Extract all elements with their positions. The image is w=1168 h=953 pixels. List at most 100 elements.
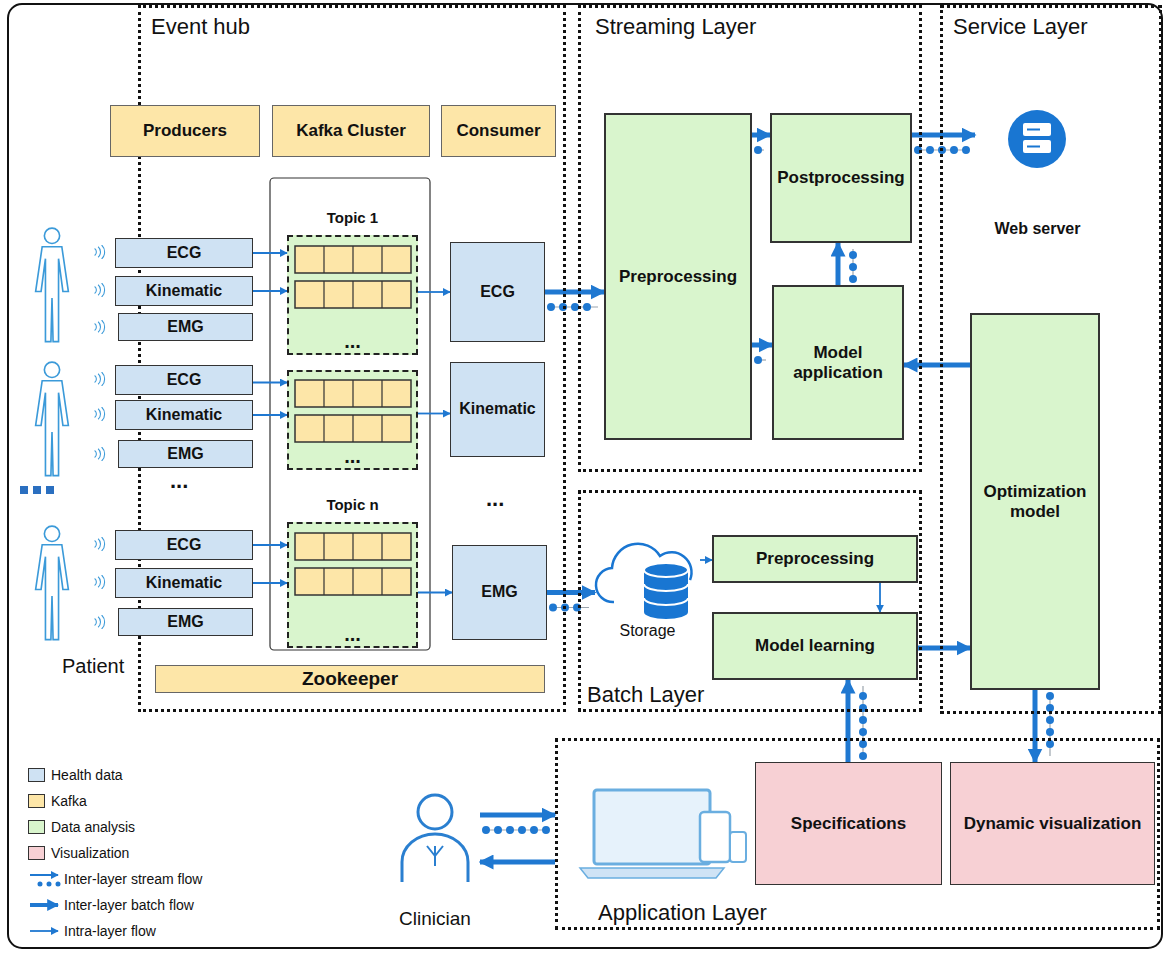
legend-row: Data analysis (28, 814, 202, 840)
box-label: Kinematic (146, 406, 222, 424)
connector-group (253, 545, 287, 546)
connector-group (253, 415, 287, 416)
connector-group (253, 583, 287, 584)
partition-rows (295, 246, 411, 595)
stream-flow-line (918, 149, 969, 150)
signal-box: Kinematic (115, 400, 253, 430)
box-label: Producers (143, 121, 227, 141)
ellipsis: ... (486, 486, 504, 512)
connector-group (253, 253, 287, 254)
process-box: Preprocessing (712, 535, 918, 583)
signal-box: EMG (118, 608, 253, 636)
stream-flow-dots (859, 686, 867, 756)
connector-group (545, 292, 604, 307)
process-box: Postprocessing (770, 113, 912, 243)
box-label: Model application (778, 343, 898, 382)
box-label: ... (289, 445, 416, 468)
stream-flow-line (758, 149, 764, 150)
output-box: Specifications (755, 762, 942, 885)
box-label: Consumer (456, 121, 540, 141)
topic-title: Topic n (289, 496, 416, 513)
box-label: Model learning (755, 636, 875, 656)
layer-title: Service Layer (953, 14, 1088, 39)
server-icon (1008, 110, 1066, 168)
topic-box: ... (287, 370, 418, 470)
intra-flow-arrow (700, 559, 712, 561)
box-label: Postprocessing (777, 168, 905, 188)
stream-flow-dots (849, 249, 857, 279)
legend-row: Inter-layer batch flow (28, 892, 202, 918)
intra-flow-arrow (418, 413, 450, 415)
box-label: Storage (619, 622, 675, 640)
layer-region: Event hubProducersKafka ClusterConsumerE… (138, 5, 566, 712)
process-box: Preprocessing (604, 113, 752, 440)
consumer-box: Kinematic (450, 362, 545, 457)
box-label: EMG (167, 318, 203, 336)
batch-flow-arrow (480, 860, 555, 865)
storage-node: Storage (595, 532, 700, 642)
legend-text: Inter-layer stream flow (64, 871, 202, 887)
batch-flow-arrow (1033, 690, 1038, 762)
consumer-box: EMG (452, 545, 547, 640)
signal-box: ECG (115, 365, 253, 395)
signal-box: EMG (118, 313, 253, 341)
intra-flow-arrow (253, 582, 287, 584)
stream-flow-dots (758, 146, 764, 154)
stream-flow-line (553, 607, 589, 608)
legend: Health dataKafkaData analysisVisualizati… (28, 762, 202, 944)
box-label: ... (289, 623, 416, 646)
process-box: Model application (772, 285, 904, 440)
connector-group (880, 583, 881, 612)
connector-group (418, 413, 450, 414)
legend-row: Intra-layer flow (28, 918, 202, 944)
legend-text: Visualization (51, 845, 129, 861)
connector-group (480, 862, 555, 863)
box-label: Optimization model (976, 482, 1094, 521)
process-box: Optimization model (970, 313, 1100, 690)
header-box: Kafka Cluster (272, 105, 430, 157)
intra-flow-arrow (418, 592, 452, 594)
consumer-box: ECG (450, 242, 545, 342)
topic-ground (287, 235, 418, 648)
process-box: Model learning (712, 612, 918, 680)
layer-region: Batch LayerStoragePreprocessingModel lea… (578, 490, 922, 712)
signal-waves (95, 245, 105, 629)
connector-group (848, 680, 863, 762)
stream-flow-line (1049, 696, 1050, 756)
box-label: EMG (481, 583, 517, 601)
legend-row: Health data (28, 762, 202, 788)
header-box: Producers (110, 105, 260, 157)
header-box: Consumer (441, 105, 556, 157)
stream-flow-dots (1046, 696, 1054, 756)
box-label: Dynamic visualization (964, 814, 1142, 834)
connector-group (700, 560, 712, 561)
connector-group (838, 243, 853, 285)
layer-title: Streaming Layer (595, 14, 756, 39)
box-label: Kinematic (146, 282, 222, 300)
ellipsis: ... (170, 468, 188, 494)
connector-group (253, 382, 287, 383)
legend-text: Data analysis (51, 819, 135, 835)
box-label: Preprocessing (619, 267, 737, 287)
intra-flow-arrow (253, 252, 287, 254)
batch-flow-arrow (545, 290, 604, 295)
legend-text: Intra-layer flow (64, 923, 156, 939)
box-label: ECG (167, 244, 202, 262)
output-box: Dynamic visualization (950, 762, 1155, 885)
legend-swatch (28, 794, 45, 808)
batch-flow-arrow (836, 243, 841, 285)
legend-swatch (28, 820, 45, 834)
stream-flow-dots (758, 356, 766, 364)
intra-flow-arrow (879, 583, 881, 612)
box-label: ECG (480, 283, 515, 301)
box-label: Preprocessing (756, 549, 874, 569)
connector-group (752, 135, 770, 150)
box-label: Kinematic (459, 400, 535, 418)
intra-flow-arrow (253, 290, 287, 292)
connector-group (418, 592, 452, 593)
intra-flow-arrow (253, 414, 287, 416)
signal-box: Kinematic (115, 568, 253, 598)
stream-flow-dots (553, 604, 589, 612)
connector-group (547, 593, 595, 608)
